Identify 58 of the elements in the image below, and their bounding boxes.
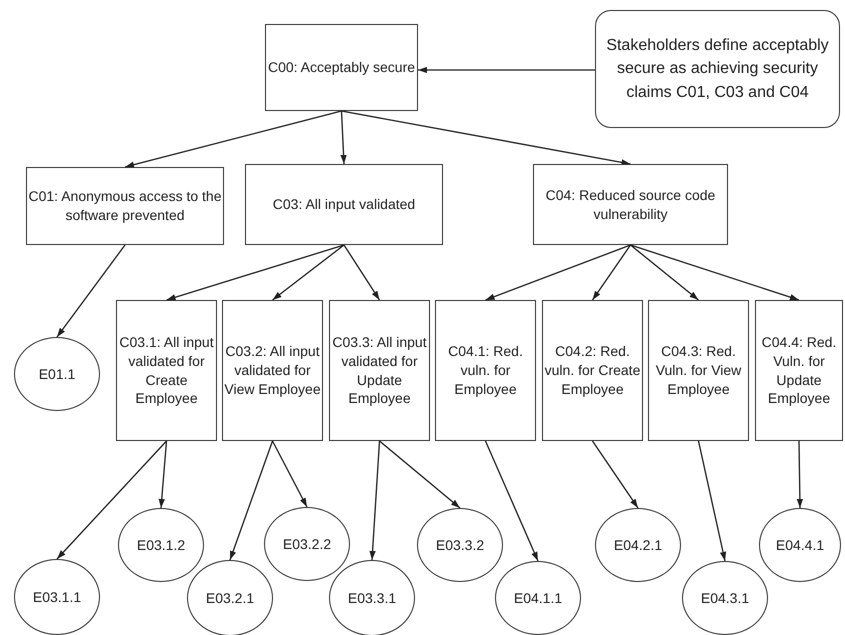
node-label: E03.1.2 bbox=[136, 536, 186, 554]
node-label: E01.1 bbox=[38, 364, 76, 384]
node-label: C03.2: All input validated for View Employee bbox=[223, 342, 322, 399]
node-label: E04.4.1 bbox=[776, 536, 824, 554]
arrow bbox=[272, 244, 344, 301]
node-label: C03.1: All input validated for Create Employee bbox=[118, 332, 215, 408]
arrow bbox=[56, 440, 167, 560]
node-label: E03.2.2 bbox=[282, 534, 332, 554]
node-label: E03.3.2 bbox=[436, 536, 484, 554]
arrow bbox=[698, 440, 726, 562]
claim-box bbox=[222, 300, 323, 441]
arrow bbox=[484, 440, 539, 562]
note-box bbox=[595, 10, 840, 128]
arrow bbox=[485, 244, 631, 301]
arrow bbox=[341, 110, 631, 166]
claim-box bbox=[435, 300, 536, 441]
claim-box bbox=[116, 300, 217, 441]
claim-box bbox=[245, 164, 443, 245]
arrow bbox=[124, 110, 342, 168]
arrow bbox=[229, 440, 274, 560]
node-label: E03.1.1 bbox=[32, 588, 82, 606]
arrow bbox=[418, 66, 595, 74]
arrow bbox=[343, 244, 380, 300]
arrow bbox=[796, 441, 804, 508]
claim-box bbox=[265, 24, 418, 111]
arrow bbox=[630, 244, 800, 301]
node-label: E04.3.1 bbox=[700, 588, 750, 608]
node-label: C00: Acceptably secure bbox=[268, 58, 416, 77]
arrow bbox=[379, 440, 460, 508]
node-label: C04.1: Red. vuln. for Employee bbox=[447, 342, 524, 399]
claim-box bbox=[755, 300, 843, 441]
arrow bbox=[592, 244, 632, 300]
arrow bbox=[630, 244, 699, 300]
arrow bbox=[592, 440, 639, 508]
evidence-ellipse bbox=[187, 560, 273, 635]
claim-box bbox=[26, 167, 224, 245]
arrow bbox=[272, 440, 308, 508]
node-label: C04: Reduced source code vulnerability bbox=[544, 186, 716, 224]
claim-box bbox=[329, 300, 430, 441]
node-label: C03: All input validated bbox=[272, 195, 416, 214]
node-label: C04.2: Red. vuln. for Create Employee bbox=[544, 342, 642, 399]
arrow bbox=[340, 110, 347, 164]
note-text: Stakeholders define acceptably secure as achieving security claims C01, C03 and C04 bbox=[605, 36, 830, 103]
claim-box bbox=[533, 164, 728, 245]
node-label: C04.3: Red. Vuln. for View Employee bbox=[654, 342, 742, 399]
node-label: C03.3: All input validated for Update Employee bbox=[331, 332, 428, 408]
arrow bbox=[158, 440, 168, 508]
node-label: E04.2.1 bbox=[614, 536, 662, 554]
claim-box bbox=[648, 300, 749, 441]
arrow bbox=[56, 244, 126, 338]
node-label: C01: Anonymous access to the software prevented bbox=[28, 187, 222, 225]
node-label: E03.2.1 bbox=[206, 588, 254, 608]
arrow bbox=[166, 244, 344, 301]
node-label: E04.1.1 bbox=[514, 588, 562, 608]
node-label: E03.3.1 bbox=[348, 588, 396, 608]
claim-box bbox=[542, 300, 643, 441]
node-label: C04.4: Red. Vuln. for Update Employee bbox=[760, 332, 838, 408]
arrow bbox=[369, 440, 380, 560]
